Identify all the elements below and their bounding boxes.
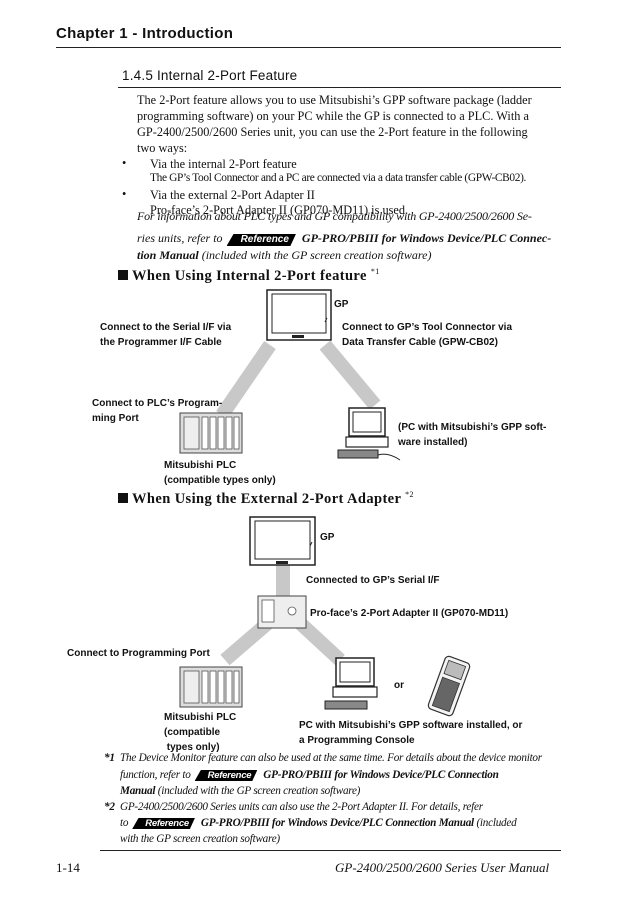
plc-label-2-line-1: Mitsubishi PLC (164, 712, 237, 723)
intro-line-2: programming software) on your PC while t… (137, 109, 529, 123)
tool-cable (319, 340, 381, 410)
intro-line-4: two ways: (137, 141, 188, 155)
gp-label-2: GP (320, 532, 335, 543)
gp-unit-icon-2 (249, 516, 316, 566)
footnote-2-line-3: with the GP screen creation software) (120, 833, 280, 845)
diagram1-heading-text: When Using Internal 2-Port feature (132, 267, 367, 284)
or-label: or (394, 680, 404, 691)
programming-console-icon (427, 655, 471, 717)
serial-cable (216, 341, 276, 419)
serial-if-label: Connect to the Serial I/F via the Progra… (100, 320, 231, 350)
bullet-marker-1: • (122, 156, 127, 170)
pc-computer-icon-2 (324, 657, 378, 710)
gp-serial-label: Connected to GP’s Serial I/F (306, 575, 440, 586)
footnote-1-manual-tail: Manual (120, 785, 156, 797)
plc-port-label-line-1: Connect to PLC’s Program- (92, 398, 223, 409)
gp-unit-icon (266, 289, 332, 341)
info-manual-tail: tion Manual (137, 248, 199, 262)
footnote-2-line-1: GP-2400/2500/2600 Series units can also … (120, 801, 483, 813)
plc-port-label-line-2: ming Port (92, 413, 139, 424)
pc-gpp-label-line-2: ware installed) (398, 437, 468, 448)
reference-badge-3: Reference (132, 818, 195, 829)
tool-connector-label-line-2: Data Transfer Cable (GPW-CB02) (342, 337, 498, 348)
footnote-1-line-3: Manual (included with the GP screen crea… (120, 783, 360, 799)
header-rule (56, 47, 561, 48)
plc-port-label: Connect to PLC’s Program- ming Port (92, 396, 222, 426)
info-included-note: (included with the GP screen creation so… (198, 248, 432, 262)
bullet-2: Via the external 2-Port Adapter II (150, 188, 315, 202)
pc-gpp-label: (PC with Mitsubishi’s GPP soft- ware ins… (398, 420, 546, 450)
serial-if-label-line-1: Connect to the Serial I/F via (100, 322, 232, 333)
plc-label-line-2: (compatible types only) (164, 475, 276, 486)
footnote-1-included: (included with the GP screen creation so… (155, 785, 361, 797)
manual-title: GP-2400/2500/2600 Series User Manual (335, 860, 550, 875)
footnote-1-mark: *1 (104, 752, 115, 764)
pc-console-label-line-1: PC with Mitsubishi’s GPP software instal… (299, 720, 523, 731)
mitsubishi-plc-icon (179, 412, 243, 454)
footnote-2-refer: to (120, 817, 129, 829)
diagram2-heading-text: When Using the External 2-Port Adapter (132, 490, 402, 507)
adapter-label: Pro-face’s 2-Port Adapter II (GP070-MD11… (310, 608, 509, 619)
serial-if-label-line-2: the Programmer I/F Cable (100, 337, 222, 348)
intro-line-3: GP-2400/2500/2600 Series unit, you can u… (137, 125, 528, 139)
bullet-1-detail: The GP’s Tool Connector and a PC are con… (150, 172, 527, 184)
footnote-2-included: (included (473, 817, 517, 829)
programming-port-label: Connect to Programming Port (67, 648, 210, 659)
square-bullet-icon (118, 269, 128, 280)
footnote-rule (100, 850, 561, 851)
info-line-1: For information about PLC types and GP c… (137, 209, 532, 223)
page-number: 1-14 (56, 860, 80, 875)
section-title: 1.4.5 Internal 2-Port Feature (122, 68, 298, 83)
plc-label-2-line-3: types only) (164, 742, 220, 753)
reference-badge: Reference (226, 234, 296, 246)
square-bullet-icon-2 (118, 492, 128, 503)
bullet-1: Via the internal 2-Port feature (150, 157, 297, 171)
diagram1-footnote-ref: *1 (370, 267, 380, 276)
diagram2-footnote-ref: *2 (405, 490, 414, 499)
plc-label-2-line-2: (compatible (164, 727, 221, 738)
tool-connector-label: Connect to GP’s Tool Connector via Data … (342, 320, 512, 350)
two-port-adapter-icon (257, 595, 307, 629)
pc-gpp-label-line-1: (PC with Mitsubishi’s GPP soft- (398, 422, 547, 433)
tool-connector-label-line-1: Connect to GP’s Tool Connector via (342, 322, 513, 333)
diagram2-heading: When Using the External 2-Port Adapter *… (118, 490, 414, 508)
reference-badge-2: Reference (194, 770, 258, 781)
plc-label-2: Mitsubishi PLC (compatible types only) (164, 710, 236, 755)
pc-console-label: PC with Mitsubishi’s GPP software instal… (299, 718, 522, 748)
footnote-1-refer: function, refer to (120, 769, 191, 781)
plc-label-line-1: Mitsubishi PLC (164, 460, 237, 471)
section-rule (118, 87, 561, 88)
chapter-title: Chapter 1 - Introduction (56, 25, 234, 42)
footnote-2-manual: GP-PRO/PBIII for Windows Device/PLC Conn… (200, 817, 474, 829)
gp-label: GP (334, 299, 349, 310)
intro-line-1: The 2-Port feature allows you to use Mit… (137, 93, 532, 107)
footnote-1-line-1: The Device Monitor feature can also be u… (120, 752, 542, 764)
mitsubishi-plc-icon-2 (179, 666, 243, 708)
footnote-1-manual: GP-PRO/PBIII for Windows Device/PLC Conn… (263, 769, 499, 781)
pc-console-cable (295, 617, 345, 666)
diagram1-heading: When Using Internal 2-Port feature *1 (118, 267, 380, 285)
info-line-3: tion Manual (included with the GP screen… (137, 248, 431, 263)
info-manual-name: GP-PRO/PBIII for Windows Device/PLC Conn… (301, 231, 552, 245)
plc-label: Mitsubishi PLC (compatible types only) (164, 458, 276, 488)
pc-console-label-line-2: a Programming Console (299, 735, 415, 746)
pc-computer-icon (337, 407, 401, 461)
info-refer-text: ries units, refer to (137, 231, 223, 245)
programming-port-cable (220, 617, 273, 666)
bullet-2-detail: Pro-face’s 2-Port Adapter II (GP070-MD11… (150, 203, 409, 217)
footnote-2-mark: *2 (104, 801, 115, 813)
bullet-marker-2: • (122, 187, 127, 201)
